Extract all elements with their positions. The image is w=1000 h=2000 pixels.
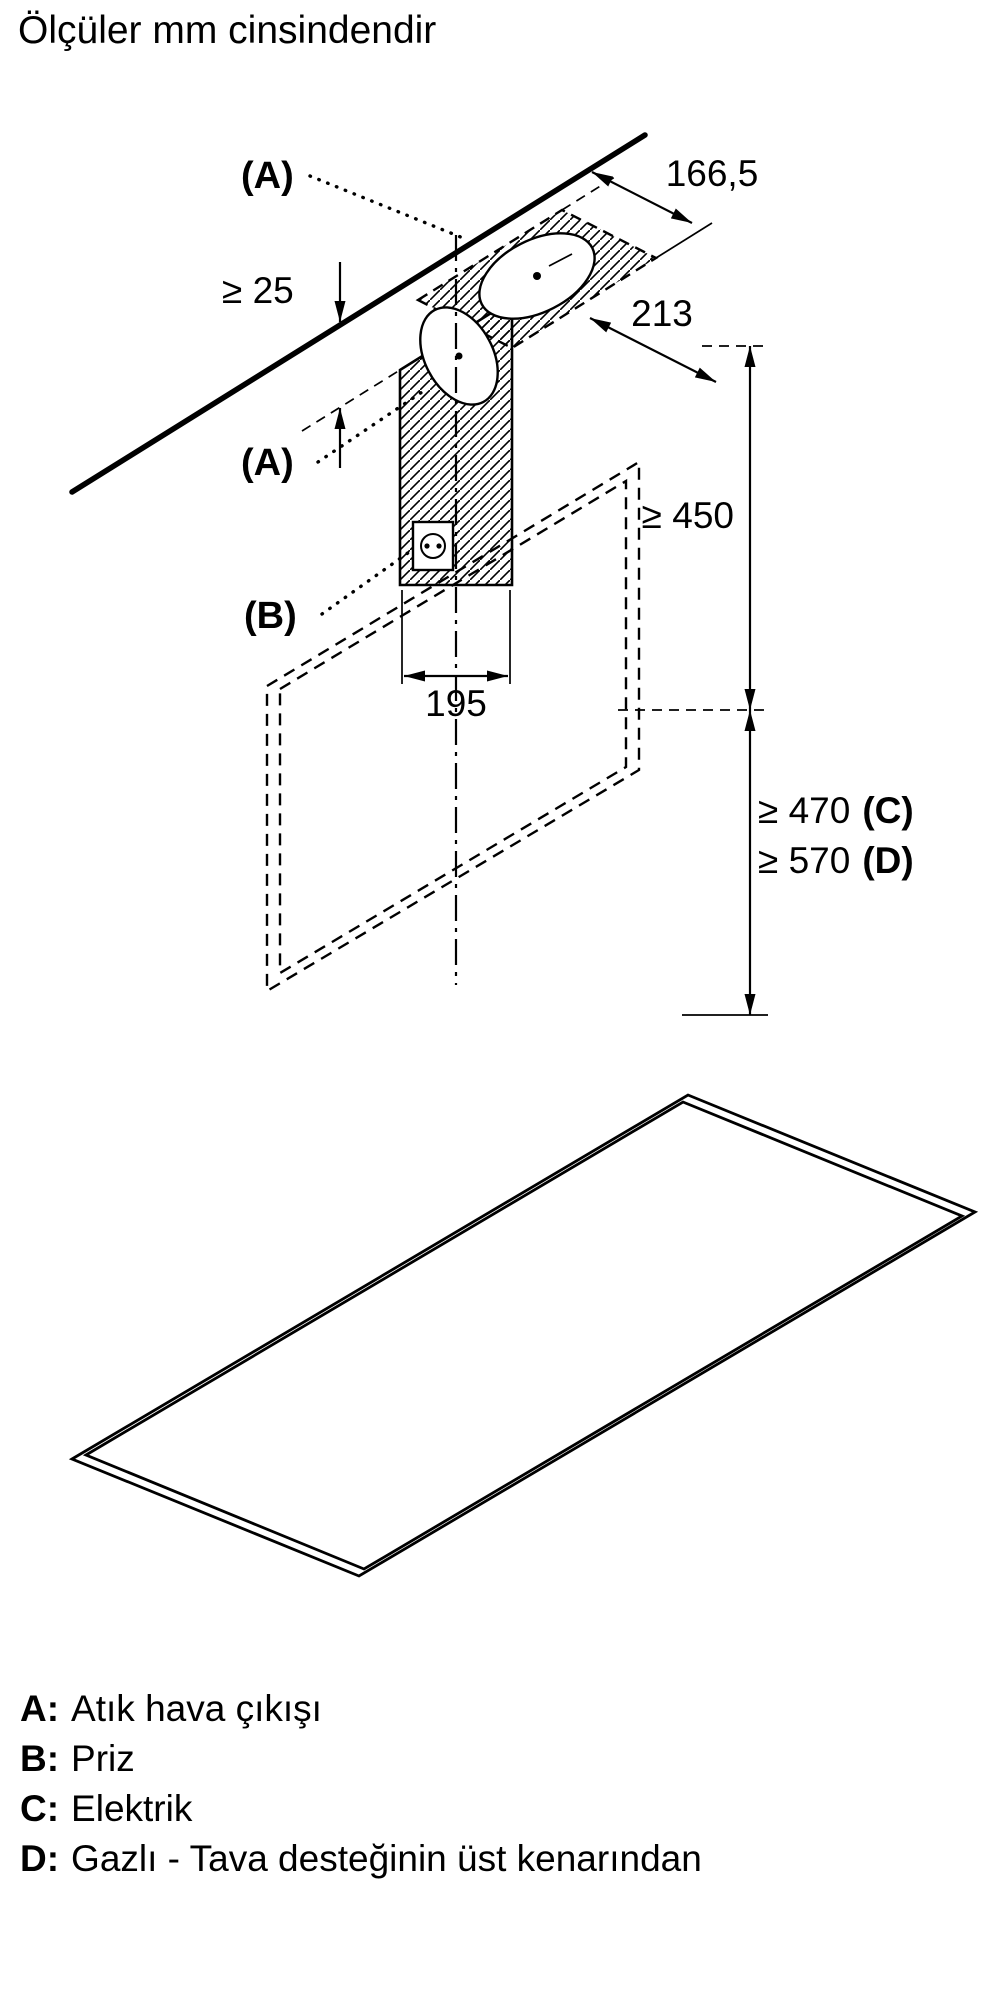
duct-width-value: 213 [631, 293, 693, 334]
legend-key-d: D: [20, 1838, 60, 1879]
ceiling-line [69, 132, 648, 495]
power-socket-icon [411, 520, 455, 572]
legend-text-b: Priz [71, 1738, 135, 1779]
callout-leaders [308, 174, 470, 616]
gap-reference-line [301, 369, 401, 432]
height-d-label: ≥ 570(D) [758, 840, 914, 881]
legend-key-c: C: [20, 1788, 60, 1829]
dimension-height-to-duct: ≥ 450 [618, 345, 770, 711]
callout-a-mid: (A) [241, 442, 294, 484]
dimension-duct-width: 213 [589, 293, 717, 383]
legend-item-d: D: Gazlı - Tava desteğinin üst kenarından [20, 1834, 702, 1884]
chimney-width-value: 195 [425, 683, 487, 724]
page-title: Ölçüler mm cinsindendir [18, 9, 437, 52]
legend-item-a: A: Atık hava çıkışı [20, 1684, 702, 1734]
dimension-height-to-cooktop: ≥ 470(C) ≥ 570(D) [682, 710, 914, 1016]
hood-outline [265, 459, 641, 994]
height-c-label: ≥ 470(C) [758, 790, 914, 831]
legend-text-c: Elektrik [71, 1788, 193, 1829]
duct-opening-chimney [419, 306, 499, 406]
legend-key-b: B: [20, 1738, 60, 1779]
legend-item-c: C: Elektrik [20, 1784, 702, 1834]
height-to-duct-value: ≥ 450 [642, 495, 734, 536]
callout-b: (B) [244, 595, 297, 637]
legend-text-a: Atık hava çıkışı [71, 1688, 322, 1729]
callout-a-top: (A) [241, 155, 294, 197]
gap-ceiling-value: ≥ 25 [222, 270, 294, 311]
cooktop-surface [68, 1093, 979, 1578]
legend-text-d: Gazlı - Tava desteğinin üst kenarından [71, 1838, 702, 1879]
dimension-duct-depth: 166,5 [591, 153, 759, 259]
legend-key-a: A: [20, 1688, 60, 1729]
dimension-chimney-width: 195 [401, 590, 511, 724]
duct-depth-value: 166,5 [666, 153, 759, 194]
legend: A: Atık hava çıkışı B: Priz C: Elektrik D: G… [20, 1684, 702, 1884]
legend-item-b: B: Priz [20, 1734, 702, 1784]
duct-opening-top [478, 232, 596, 320]
dimension-gap-ceiling: ≥ 25 [222, 262, 346, 468]
